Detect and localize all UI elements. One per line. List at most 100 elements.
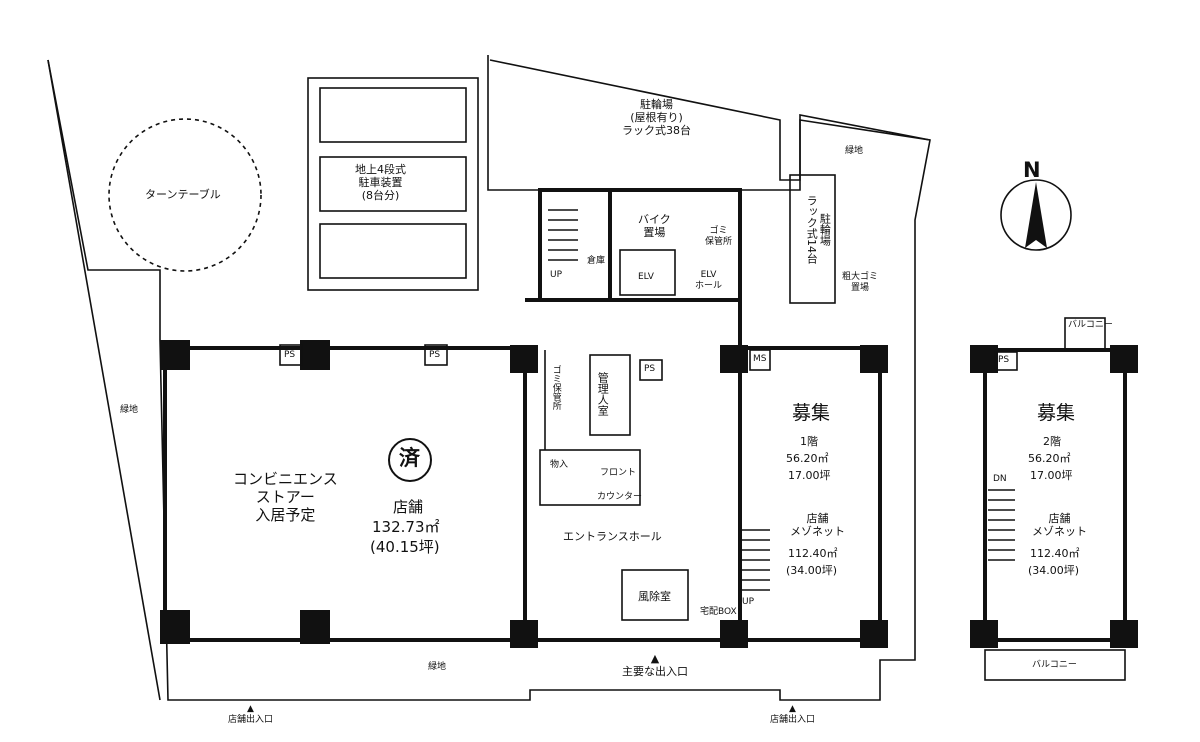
column: [970, 620, 998, 648]
unit-1f-floor: 1階: [800, 435, 818, 448]
green-area-label: 緑地: [428, 662, 447, 672]
unit-2f-area-tsubo: 17.00坪: [1030, 469, 1073, 482]
unit-2f-title: 募集: [1037, 402, 1076, 424]
ps-label: PS: [284, 350, 296, 360]
bicycle-rack-outline: [789, 174, 836, 304]
shop-label: 店舗: [393, 498, 424, 516]
column: [860, 620, 888, 648]
column: [300, 610, 330, 644]
stair-down-label: DN: [993, 474, 1007, 484]
manager-room-label: 管理人室: [596, 372, 610, 416]
convenience-store-title: コンビニエンス ストアー 入居予定: [233, 470, 338, 524]
counter-label: カウンター: [597, 492, 643, 502]
stair-hatching-2f: [988, 489, 1015, 561]
badge-circle: [388, 438, 432, 482]
elevator-label: ELV: [638, 272, 654, 282]
warehouse-label: 倉庫: [587, 256, 606, 266]
unit-2f-floor: 2階: [1043, 435, 1061, 448]
windbreak-room-label: 風除室: [638, 590, 671, 603]
unit-1f-type: 店舗 メゾネット: [790, 512, 845, 539]
manager-room-outline: [589, 354, 631, 436]
unit-1f-total-m2: 112.40㎡: [788, 547, 838, 560]
parking-slot-1: [319, 87, 467, 143]
site-boundary: [47, 59, 931, 701]
site-boundary-left: [47, 59, 161, 701]
garbage-storage-label: ゴミ 保管所: [705, 226, 733, 247]
column: [160, 610, 190, 644]
column: [860, 345, 888, 373]
compass-circle: [1000, 179, 1072, 251]
shop-area-tsubo: (40.15坪): [370, 538, 440, 556]
ps-label: PS: [429, 350, 441, 360]
ps-box: [639, 359, 663, 381]
ps-label: PS: [644, 364, 656, 374]
unit-2f-walls: [983, 348, 1127, 642]
entrance-hall-label: エントランスホール: [563, 530, 662, 543]
column: [970, 345, 998, 373]
parking-slot-2: [319, 156, 467, 212]
balcony-bottom-outline: [984, 649, 1126, 681]
storage-label: 物入: [550, 460, 569, 470]
column: [510, 345, 538, 373]
ms-box: [749, 349, 771, 371]
elevator-hall-label: ELV ホール: [695, 270, 723, 291]
column: [720, 620, 748, 648]
column: [160, 340, 190, 370]
column: [300, 340, 330, 370]
stair-core-walls: [538, 188, 612, 302]
compass-needle: [1036, 182, 1047, 248]
shop-area-m2: 132.73㎡: [372, 518, 440, 536]
ps-box: [424, 344, 448, 366]
bike-storage-label: バイク 置場: [638, 213, 671, 240]
garbage-storage-label: ゴミ保管所: [550, 365, 561, 410]
unit-2f-area-m2: 56.20㎡: [1028, 452, 1071, 465]
stair-hatching-top: [548, 209, 578, 261]
ms-label: MS: [753, 354, 767, 364]
front-desk-label: フロント: [600, 468, 637, 478]
unit-2f-total-m2: 112.40㎡: [1030, 547, 1080, 560]
bicycle-parking-outline: [487, 55, 931, 191]
unit-2f-total-tsubo: (34.00坪): [1028, 564, 1080, 577]
parking-slot-3: [319, 223, 467, 279]
compass-needle: [1025, 182, 1036, 248]
elevator-outline: [619, 249, 676, 296]
delivery-box-label: 宅配BOX: [700, 607, 737, 617]
balcony-label: バルコニー: [1068, 320, 1113, 330]
stair-hatching-1f: [742, 529, 770, 591]
ps-box: [279, 344, 303, 366]
balcony-label: バルコニー: [1032, 660, 1077, 670]
shop-entrance-label: ▲ 店舗出入口: [228, 704, 274, 725]
north-label: N: [1023, 158, 1041, 182]
column: [510, 620, 538, 648]
stair-up-label: UP: [742, 597, 755, 607]
ps-label: PS: [998, 355, 1010, 365]
green-area-label: 緑地: [845, 146, 864, 156]
bicycle-parking-label: 駐輪場 (屋根有り) ラック式38台: [622, 98, 691, 138]
unit-1f-area-tsubo: 17.00坪: [788, 469, 831, 482]
windbreak-outline: [621, 569, 689, 621]
parking-device-frame: [307, 77, 479, 291]
shop-entrance-label: ▲ 店舗出入口: [770, 704, 816, 725]
stair-up-label: UP: [550, 270, 563, 280]
green-area-label: 緑地: [120, 405, 139, 415]
parking-device-label: 地上4段式 駐車装置 (8台分): [355, 163, 406, 203]
column: [720, 345, 748, 373]
main-entrance-label: ▲ 主要な出入口: [622, 652, 688, 679]
unit-1f-total-tsubo: (34.00坪): [786, 564, 838, 577]
unit-1f-walls: [738, 346, 882, 642]
unit-2f-type: 店舗 メゾネット: [1032, 512, 1087, 539]
unit-1f-title: 募集: [792, 402, 831, 424]
column: [1110, 620, 1138, 648]
turntable-outline: [108, 118, 262, 272]
unit-1f-area-m2: 56.20㎡: [786, 452, 829, 465]
reserved-badge: 済: [399, 446, 420, 470]
column: [1110, 345, 1138, 373]
bicycle-rack-label: 駐輪場 ラック式14台: [805, 195, 832, 264]
turntable-label: ターンテーブル: [145, 188, 221, 201]
bulky-garbage-label: 粗大ゴミ 置場: [842, 272, 879, 293]
front-desk-outline: [539, 449, 641, 506]
convenience-store-walls: [163, 346, 527, 642]
ps-box: [994, 351, 1018, 371]
balcony-top-outline: [1064, 317, 1106, 351]
